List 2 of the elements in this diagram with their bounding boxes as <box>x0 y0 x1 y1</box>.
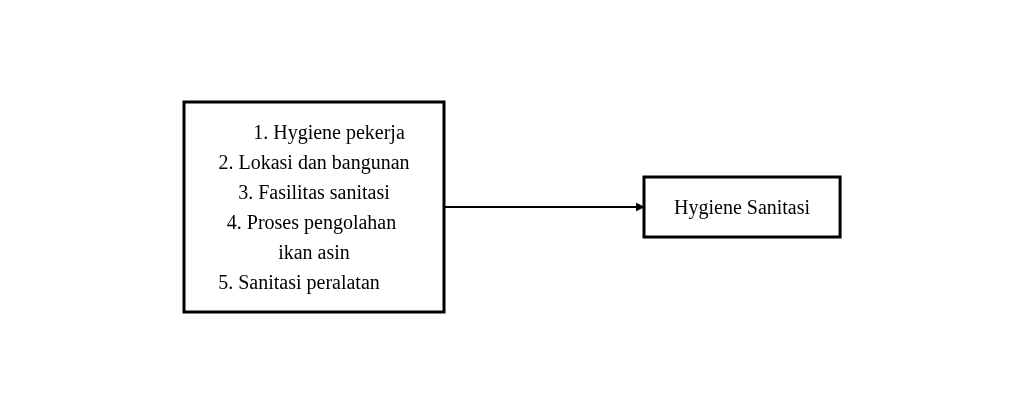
node-box: 1. Hygiene pekerja 2. Lokasi dan bangunan 3. Fasilitas sanitasi 4. Proses pengolahan ikan asin 5. Sanitasi peralatan <box>182 100 446 314</box>
node-box: Hygiene Sanitasi <box>642 175 843 239</box>
